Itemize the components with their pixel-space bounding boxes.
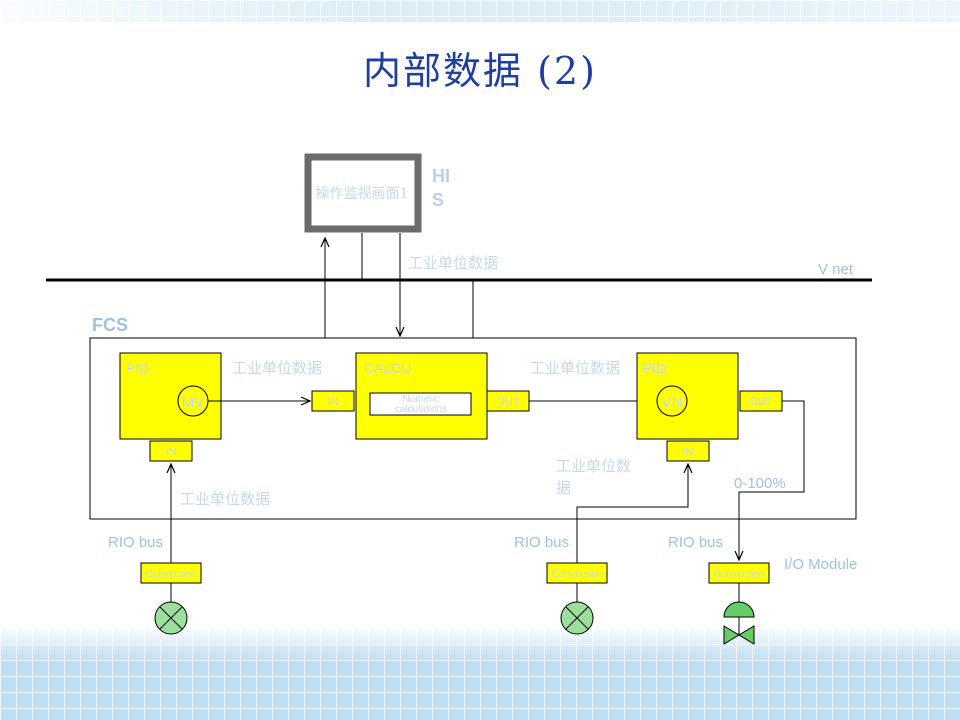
right-input-label-line1: 工业单位数 [556,457,631,475]
his-monitor: 操作监视画面1 [304,153,422,233]
pid-block-left: PID MV IN [119,352,222,462]
control-valve-icon [723,601,755,645]
calcu-to-pid-label: 工业单位数据 [530,359,620,377]
vnet-label: V net [818,261,854,278]
calcu-in-port [311,390,355,412]
pid-right-body [636,352,739,440]
bottom-tile-fade [0,628,960,720]
slide-title: 内部数据 (2) [363,49,597,93]
output-range-label: 0-100% [734,475,786,492]
sensor-1-icon [154,601,188,635]
pid-block-right: PID VN OUT IN [636,352,783,462]
pid-right-out-label: OUT [749,396,773,408]
top-tile-fade [0,0,960,22]
his-screen-text: 操作监视画面1 [316,186,409,202]
sensor-2-icon [560,601,594,635]
calcu-inner-box [369,392,472,416]
right-input-arrow [576,464,688,563]
pid-left-in-port [149,440,193,462]
pid-right-name: PID [643,360,666,376]
vn-circle [656,385,688,417]
conversion-module-3-label: Conversion [714,569,765,580]
left-input-label: 工业单位数据 [180,490,270,508]
rio-bus-label-3: RIO bus [668,534,723,551]
calcu-block: IN CALCU Numeric calculations OUT [311,352,530,440]
calcu-name: CALCU [364,360,411,376]
rio-bus-label-2: RIO bus [514,534,569,551]
io-module-label: I/O Module [784,556,857,573]
conversion-module-2-label: Conversion [552,569,603,580]
fcs-label: FCS [92,315,128,335]
vn-label: VN [662,394,683,411]
his-arrow-label: 工业单位数据 [408,254,498,272]
pid-to-calcu-label: 工业单位数据 [232,359,322,377]
calcu-in-label: IN [328,396,339,408]
right-input-label-line2: 据 [556,479,571,497]
calcu-inner-line2: calculations [395,404,447,415]
mv-label: MV [182,394,205,411]
rio-bus-label-1: RIO bus [108,534,163,551]
pid-right-in-port [666,440,710,462]
output-path-arrow [739,400,805,560]
calcu-inner-line1: Numeric [402,394,439,405]
pid-right-in-label: IN [683,446,694,458]
his-label-line1: HI [432,166,450,186]
conversion-module-1-label: Conversion [146,569,197,580]
fcs-frame [89,337,857,520]
pid-left-name: PID [126,360,149,376]
pid-left-in-label: IN [166,446,177,458]
his-label-line2: S [432,190,444,210]
calcu-out-label: OUT [496,396,520,408]
his-screen-frame [304,153,422,233]
